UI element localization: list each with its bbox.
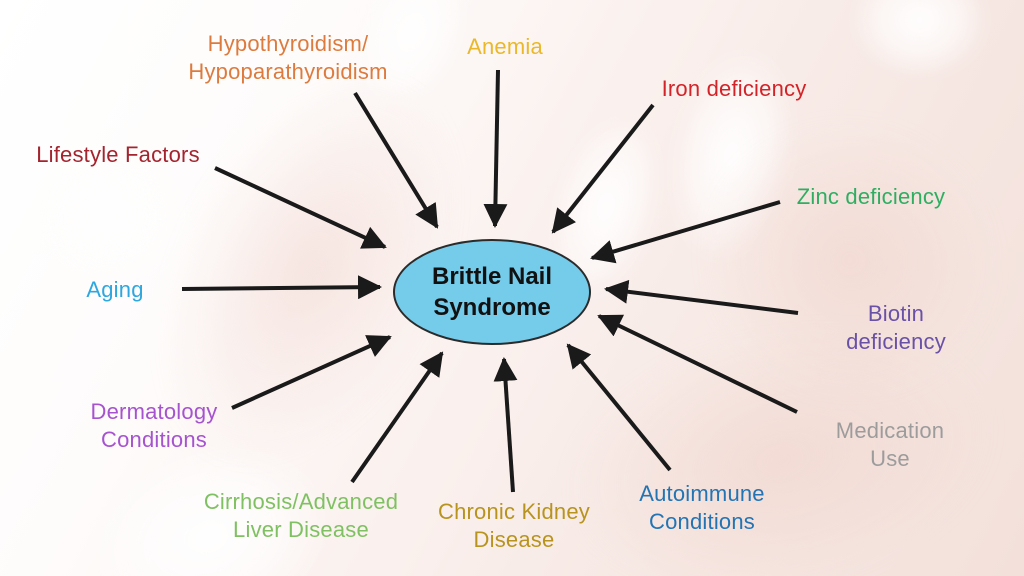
label-aging: Aging: [86, 277, 144, 302]
label-dermatology-conditions: Dermatology Conditions: [90, 399, 218, 452]
label-chronic-kidney-disease: Chronic Kidney Disease: [438, 499, 590, 552]
label-zinc-deficiency: Zinc deficiency: [796, 184, 946, 209]
arrow-aging: [181, 275, 382, 300]
label-biotin-deficiency: Biotin deficiency: [846, 301, 946, 354]
arrow-biotin: [604, 279, 799, 315]
label-iron-deficiency: Iron deficiency: [661, 76, 807, 101]
arrow-iron: [551, 103, 655, 234]
arrow-zinc: [590, 200, 781, 264]
label-medication-use: Medication Use: [835, 418, 945, 471]
arrow-anemia: [483, 69, 508, 228]
label-cirrhosis-liver-disease: Cirrhosis/Advanced Liver Disease: [203, 489, 399, 542]
label-anemia: Anemia: [467, 34, 543, 59]
label-hypothyroidism: Hypothyroidism/ Hypoparathyroidism: [188, 31, 388, 84]
arrow-autoimmune: [566, 343, 672, 472]
label-autoimmune-conditions: Autoimmune Conditions: [639, 481, 765, 534]
arrow-hypothyroidism: [353, 91, 439, 229]
arrow-chronic: [493, 357, 518, 493]
central-node-label: Brittle Nail Syndrome: [431, 263, 553, 321]
arrow-cirrhosis: [350, 351, 444, 484]
label-lifestyle-factors: Lifestyle Factors: [36, 142, 200, 167]
arrow-lifestyle: [214, 166, 387, 249]
central-node: Brittle Nail Syndrome: [393, 239, 591, 345]
arrow-dermatology: [231, 335, 392, 410]
arrow-medication: [597, 314, 798, 414]
